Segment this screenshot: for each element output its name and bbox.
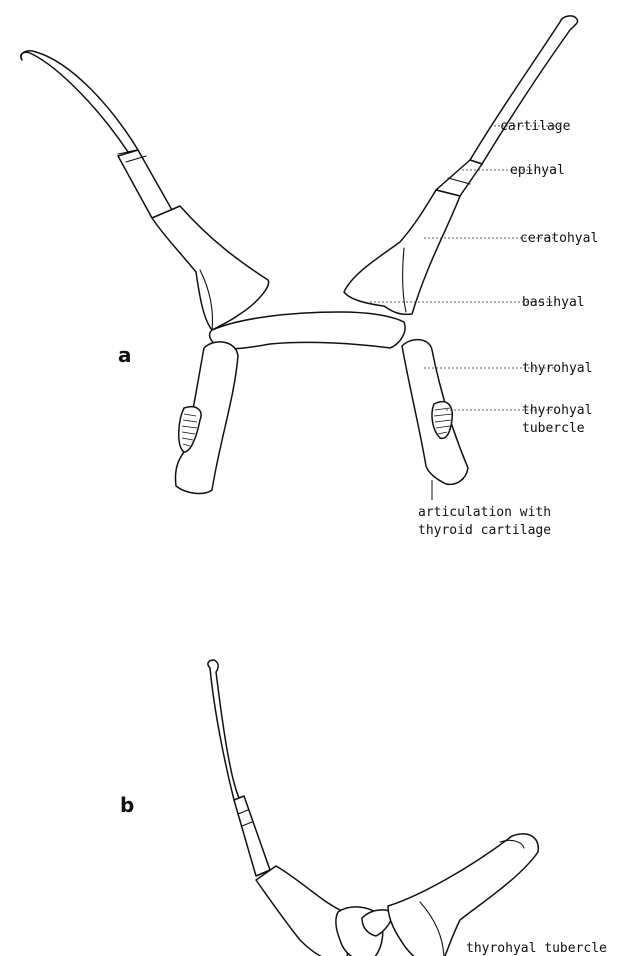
label-epihyal: epihyal <box>510 163 565 178</box>
right-epihyal <box>436 160 482 196</box>
panel-a-drawing <box>21 16 578 500</box>
left-ceratohyal <box>152 206 269 330</box>
b-epihyal <box>234 796 270 876</box>
panel-b-drawing <box>208 660 538 956</box>
label-thyrohyal-tubercle-line1: thyrohyal <box>522 403 592 418</box>
label-articulation-line1: articulation with <box>418 505 551 520</box>
b-thyrohyal <box>388 834 538 956</box>
panel-a-letter: a <box>118 343 132 367</box>
right-ceratohyal <box>344 190 460 314</box>
left-cartilage <box>21 51 138 152</box>
label-cartilage: cartilage <box>500 119 571 134</box>
panel-b-letter: b <box>120 793 134 817</box>
label-b-thyrohyal-tubercle: thyrohyal tubercle <box>466 941 607 956</box>
label-articulation-line2: thyroid cartilage <box>418 523 551 538</box>
b-ceratohyal <box>256 866 349 956</box>
b-cartilage <box>208 660 240 800</box>
label-basihyal: basihyal <box>522 295 585 310</box>
label-ceratohyal: ceratohyal <box>520 231 598 246</box>
basihyal <box>210 312 405 349</box>
label-thyrohyal: thyrohyal <box>522 361 592 376</box>
left-epihyal <box>118 150 172 218</box>
right-cartilage <box>470 16 578 164</box>
label-thyrohyal-tubercle-line2: tubercle <box>522 421 585 436</box>
